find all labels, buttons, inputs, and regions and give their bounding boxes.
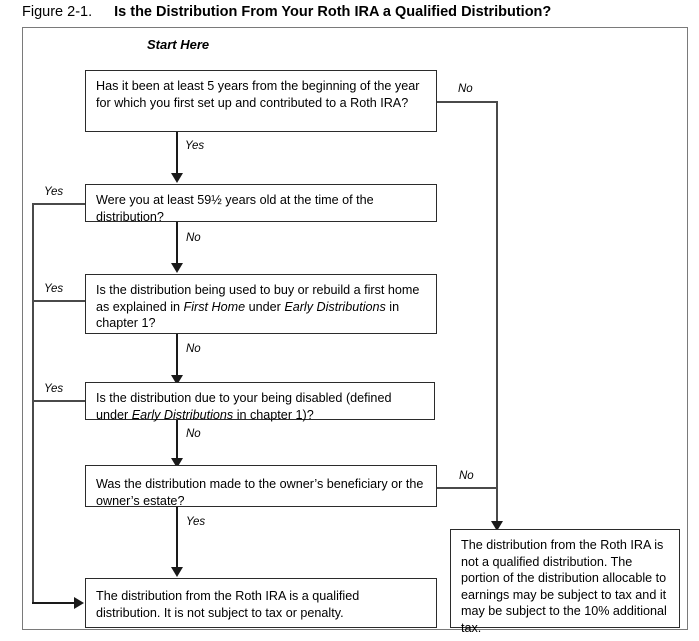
edge-q4-q5-arrowhead bbox=[170, 458, 183, 468]
edge-q2-q3-arrowhead bbox=[170, 263, 183, 273]
question-2-text: Were you at least 59½ years old at the t… bbox=[96, 193, 374, 224]
result-qualified-text: The distribution from the Roth IRA is a … bbox=[96, 589, 360, 620]
edge-q4-yes-label: Yes bbox=[44, 383, 64, 395]
edge-q1-q2-line bbox=[176, 132, 178, 176]
edge-q5-no-label: No bbox=[459, 470, 474, 482]
edge-q3-q4-arrowhead bbox=[170, 375, 183, 385]
result-not-qualified-box: The distribution from the Roth IRA is no… bbox=[450, 529, 680, 635]
edge-q1-q2-label: Yes bbox=[185, 140, 205, 152]
figure-frame bbox=[22, 27, 688, 630]
edge-q2-yes-label: Yes bbox=[44, 186, 64, 198]
question-3-italic-first-home: First Home bbox=[183, 299, 246, 314]
left-rail-line bbox=[32, 203, 34, 603]
edge-q1-no-horizontal bbox=[437, 101, 497, 103]
edge-q4-yes-horizontal bbox=[32, 400, 85, 402]
start-here-label: Start Here bbox=[147, 37, 210, 52]
result-not-qualified-text: The distribution from the Roth IRA is no… bbox=[461, 538, 667, 635]
figure-number: Figure 2-1. bbox=[22, 4, 93, 20]
edge-q5-result-line bbox=[176, 507, 178, 571]
question-4-italic-early-distributions: Early Distributions bbox=[131, 407, 234, 422]
question-3-italic-early-distributions: Early Distributions bbox=[284, 299, 386, 314]
edge-q3-q4-line bbox=[176, 334, 178, 378]
question-3-text-part2: under bbox=[245, 299, 285, 314]
edge-q3-yes-label: Yes bbox=[44, 283, 64, 295]
result-qualified-box: The distribution from the Roth IRA is a … bbox=[85, 578, 437, 628]
right-rail-arrowhead bbox=[490, 521, 503, 531]
question-5-box: Was the distribution made to the owner’s… bbox=[85, 465, 437, 508]
question-1-box: Has it been at least 5 years from the be… bbox=[85, 70, 437, 132]
edge-q1-q2-arrowhead bbox=[170, 173, 183, 183]
left-rail-arrowhead bbox=[74, 596, 84, 609]
question-3-text-part3: in chapter 1? bbox=[96, 299, 400, 331]
edge-q5-result-label: Yes bbox=[186, 516, 206, 528]
edge-q1-no-label: No bbox=[458, 83, 473, 95]
left-rail-horizontal bbox=[32, 602, 79, 604]
question-4-text-part1: Is the distribution due to your being di… bbox=[96, 391, 392, 422]
question-3-text-part1: Is the distribution being used to buy or… bbox=[96, 283, 420, 314]
question-4-box: Is the distribution due to your being di… bbox=[85, 382, 435, 422]
page-title: Is the Distribution From Your Roth IRA a… bbox=[114, 4, 552, 20]
question-1-text: Has it been at least 5 years from the be… bbox=[96, 79, 420, 110]
figure-caption: Figure 2-1. Is the Distribution From Your… bbox=[22, 4, 551, 20]
edge-q2-q3-line bbox=[176, 222, 178, 266]
question-2-box: Were you at least 59½ years old at the t… bbox=[85, 184, 437, 224]
edge-q5-no-horizontal bbox=[437, 487, 497, 489]
edge-q4-q5-label: No bbox=[186, 428, 201, 440]
edge-q2-yes-horizontal bbox=[32, 203, 85, 205]
edge-q4-q5-line bbox=[176, 420, 178, 462]
question-3-box: Is the distribution being used to buy or… bbox=[85, 274, 437, 334]
right-rail-line bbox=[496, 101, 498, 529]
edge-q5-result-arrowhead bbox=[170, 567, 183, 577]
edge-q2-q3-label: No bbox=[186, 232, 201, 244]
question-5-text: Was the distribution made to the owner’s… bbox=[96, 477, 424, 508]
question-4-text-part2: in chapter 1)? bbox=[233, 407, 314, 422]
edge-q3-yes-horizontal bbox=[32, 300, 85, 302]
edge-q3-q4-label: No bbox=[186, 343, 201, 355]
